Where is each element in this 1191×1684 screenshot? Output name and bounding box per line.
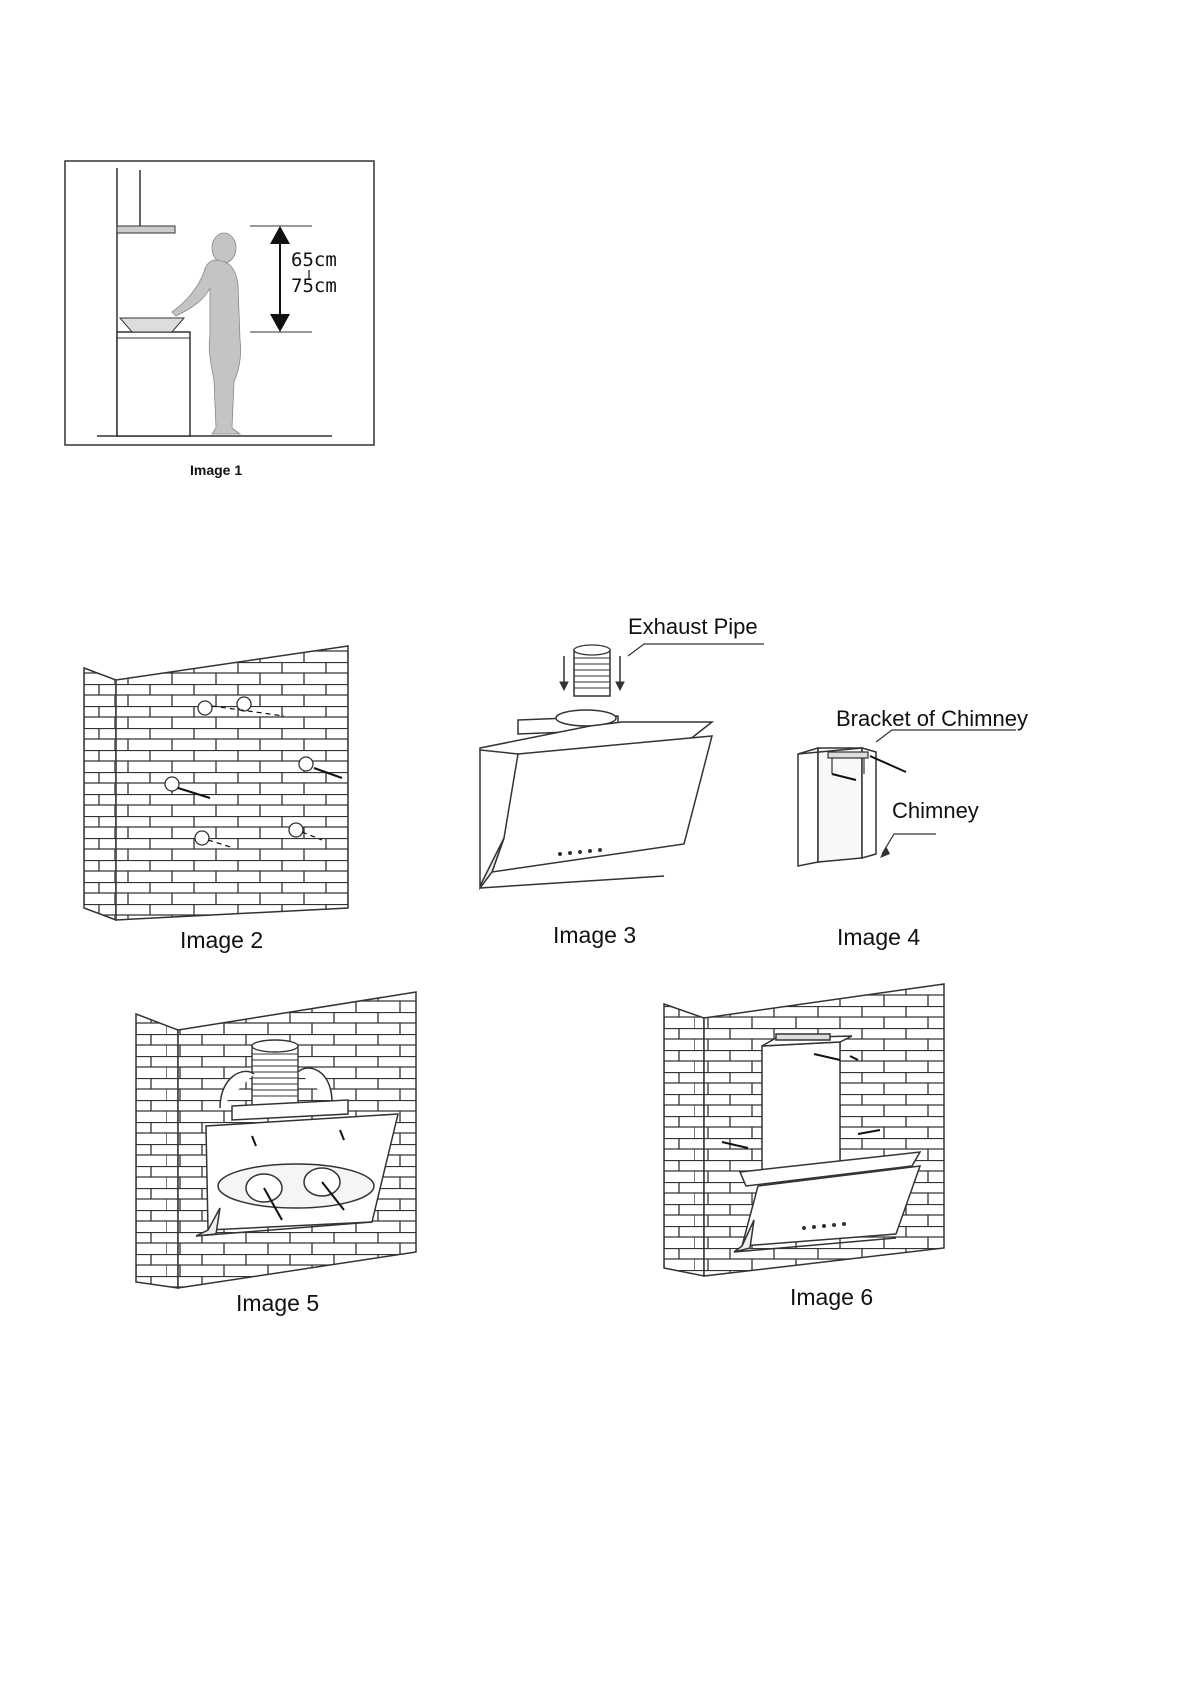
figure-image-5 [135,990,418,1290]
drill-holes [164,696,314,846]
callout-bracket-of-chimney: Bracket of Chimney [836,706,1028,731]
figure-image-1: 65cm 75cm [64,160,375,446]
kitchen-height-diagram: 65cm 75cm [64,160,375,446]
person-silhouette [171,232,242,435]
caption-image-4: Image 4 [837,924,921,950]
range-hood [733,1151,922,1253]
exhaust-pipe-icon [251,1039,299,1113]
caption-image-3: Image 3 [553,922,637,948]
dimension-bottom-label: 75cm [291,275,337,297]
caption-image-6: Image 6 [790,1284,874,1310]
figure-image-3 [474,626,764,891]
caption-image-2: Image 2 [180,927,264,953]
chimney-icon [761,1033,853,1173]
height-dimension-arrow [250,225,312,333]
hood-screws [251,1129,345,1221]
figure-image-6 [663,983,946,1284]
hood-mounting-on-wall [135,991,417,1289]
range-hood [479,709,715,891]
figure-image-2 [83,640,354,922]
wall-screws [177,705,343,849]
dimension-top-label: 65cm [291,249,337,271]
chimney-and-bracket [797,729,1016,867]
brick-wall-drill-holes [83,645,349,922]
callout-chimney: Chimney [892,798,979,823]
hood-with-exhaust-pipe [479,643,764,891]
chimney-screws [721,1053,881,1149]
caption-image-1: Image 1 [190,462,243,478]
exhaust-pipe-icon [559,644,625,697]
chimney-bracket-icon [827,751,869,774]
chimney-icon [797,746,877,867]
curved-arrow-icon [219,1067,333,1109]
caption-image-5: Image 5 [236,1290,320,1316]
callout-exhaust-pipe: Exhaust Pipe [628,614,758,639]
figure-image-4 [796,729,1026,870]
bracket-screws [831,755,907,781]
hood-with-chimney-installed [663,983,945,1277]
range-hood [195,1099,399,1237]
